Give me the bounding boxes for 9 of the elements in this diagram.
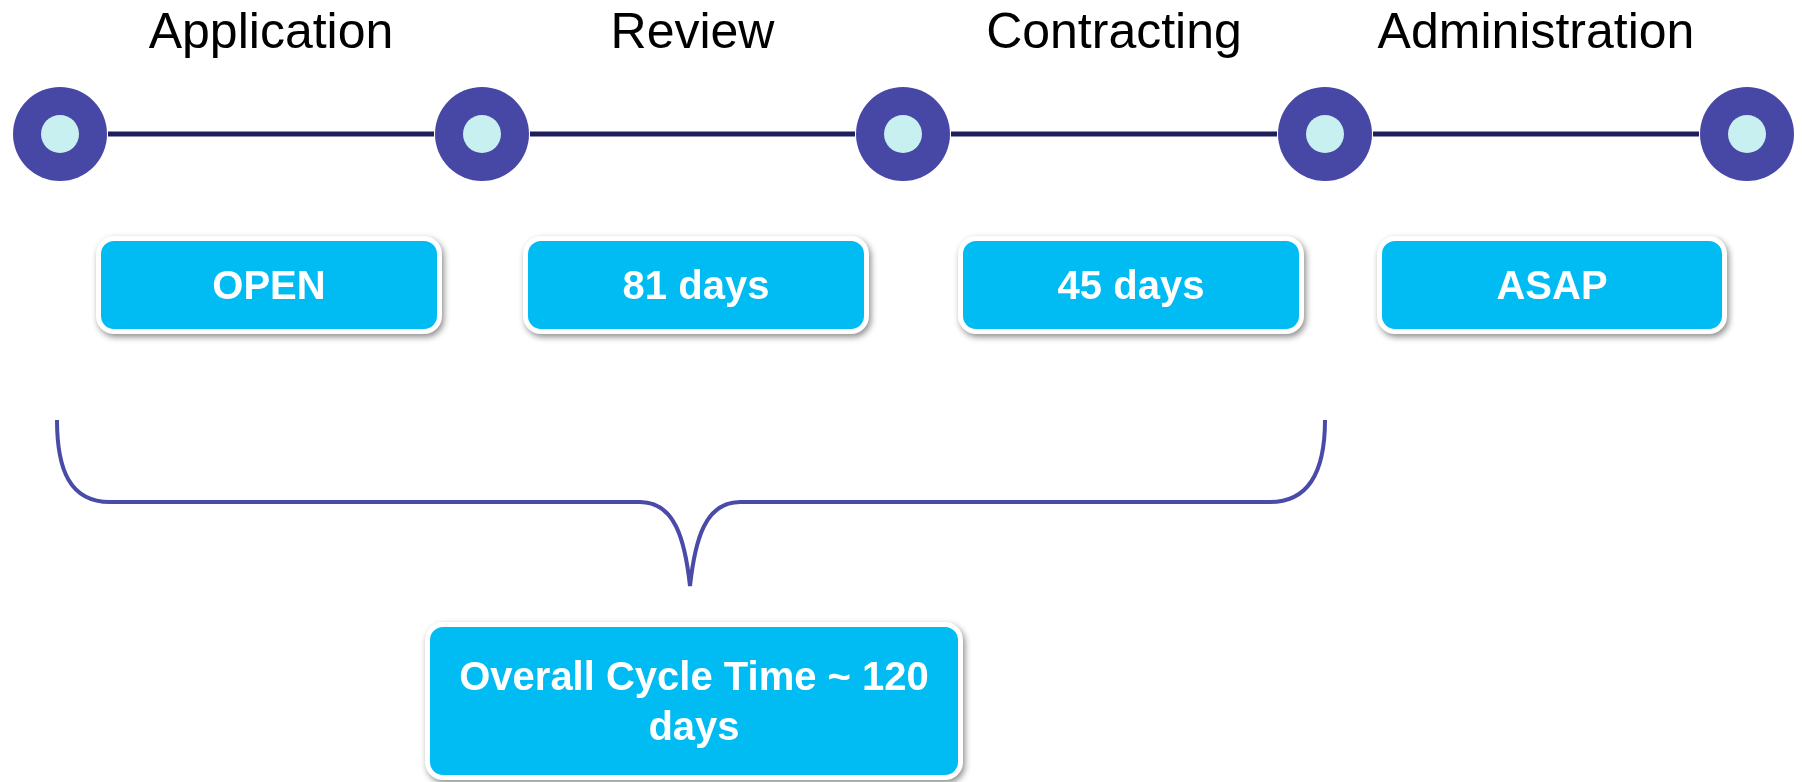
timeline-marker bbox=[434, 86, 530, 182]
timeline-marker bbox=[855, 86, 951, 182]
timeline-marker bbox=[1277, 86, 1373, 182]
connector-line bbox=[1373, 131, 1699, 137]
timeline-marker bbox=[12, 86, 108, 182]
connector-line bbox=[530, 131, 855, 137]
timeline-marker bbox=[1699, 86, 1795, 182]
connector-line bbox=[108, 131, 434, 137]
connector-line bbox=[951, 131, 1277, 137]
